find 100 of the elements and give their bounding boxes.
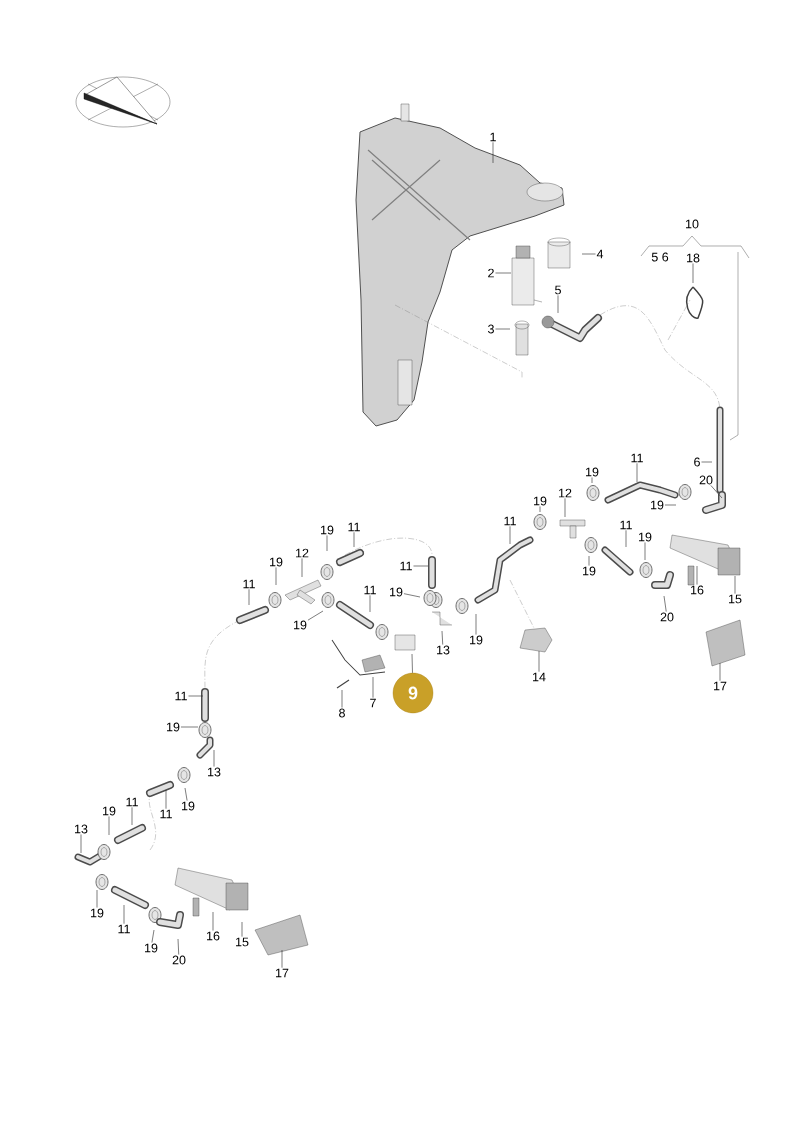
leader-line (441, 630, 444, 645)
callout-number: 19 (321, 525, 334, 535)
leader-line (131, 807, 133, 826)
callout-number: 19 (470, 635, 483, 645)
callout-number: 19 (639, 532, 652, 542)
callout-number: 6 (694, 457, 700, 467)
leader-line (495, 328, 511, 330)
leader-line (495, 272, 512, 274)
callout-number: 11 (631, 453, 643, 463)
callout-number: 7 (370, 698, 376, 708)
callout-number: 20 (699, 475, 713, 485)
leader-line (108, 816, 110, 836)
leader-line (413, 565, 429, 567)
leader-line (734, 575, 736, 594)
callout-number: 4 (596, 249, 604, 259)
callout-number: 19 (583, 566, 596, 576)
callout-number: 18 (687, 253, 700, 263)
callout-number: 1 (490, 132, 496, 142)
callout-number: 19 (145, 943, 158, 953)
callout-number: 11 (118, 924, 130, 934)
callout-number: 11 (400, 561, 412, 571)
leader-line (248, 589, 250, 606)
leader-line (538, 650, 540, 672)
leader-line (275, 567, 277, 586)
leader-line (701, 461, 713, 463)
callout-number: 19 (586, 467, 599, 477)
callout-number: 5 6 (651, 252, 669, 262)
leader-line (710, 485, 723, 499)
leader-line (557, 295, 559, 314)
callout-number: 12 (296, 548, 309, 558)
leader-line (241, 921, 243, 937)
leader-line (80, 834, 82, 854)
leader-line (696, 565, 698, 585)
leader-line (353, 532, 355, 548)
callout-number: 11 (620, 520, 632, 530)
callout-number: 11 (175, 691, 187, 701)
leader-line (177, 938, 180, 955)
callout-number: 12 (559, 488, 572, 498)
callout-number: 2 (488, 268, 494, 278)
callout-number: 11 (364, 585, 376, 595)
leader-line (719, 662, 721, 681)
leader-line (369, 595, 371, 613)
leader-line (307, 610, 324, 621)
callout-number: 3 (488, 324, 494, 334)
callout-number: 19 (167, 722, 180, 732)
callout-number: 20 (660, 612, 674, 622)
leader-line (588, 555, 590, 566)
callout-number: 13 (437, 645, 450, 655)
callout-number: 19 (294, 620, 307, 630)
leader-line (475, 613, 477, 635)
callout-number: 11 (126, 797, 138, 807)
leader-line (411, 653, 413, 674)
callout-number: 19 (390, 587, 403, 597)
callout-number: 10 (686, 219, 699, 229)
leader-line (184, 787, 188, 801)
leader-line (663, 595, 667, 612)
leader-line (591, 477, 593, 484)
callout-number: 19 (103, 806, 116, 816)
leader-line (165, 789, 167, 809)
callout-number: 19 (182, 801, 195, 811)
callout-number: 19 (270, 557, 283, 567)
callout-number: 5 (555, 285, 561, 295)
callout-number: 16 (691, 585, 704, 595)
callout-number: 11 (243, 579, 255, 589)
leader-line (123, 904, 125, 924)
callout-number: 17 (714, 681, 727, 691)
callout-number: 13 (75, 824, 88, 834)
leader-line (180, 726, 199, 728)
leader-line (281, 949, 283, 968)
callout-number: 19 (651, 500, 664, 510)
leader-line (539, 506, 541, 513)
leader-line (636, 463, 638, 483)
leader-line (151, 929, 155, 943)
leader-line (96, 889, 98, 908)
leader-line (372, 676, 374, 698)
callout-number: 11 (160, 809, 172, 819)
callout-number: 11 (504, 516, 516, 526)
leader-line (403, 593, 421, 598)
callout-number: 13 (208, 767, 221, 777)
leader-line (212, 911, 214, 931)
callout-number: 17 (276, 968, 289, 978)
leader-line (564, 498, 566, 518)
leader-line (625, 530, 627, 548)
callout-number: 19 (534, 496, 547, 506)
leader-line (492, 142, 494, 164)
leader-line (301, 558, 303, 578)
callout-number: 20 (172, 955, 186, 965)
callout-number: 8 (339, 708, 345, 718)
callout-number: 14 (533, 672, 546, 682)
leader-line (664, 504, 677, 506)
leader-line (188, 695, 204, 697)
leader-line (213, 749, 215, 767)
leader-line (692, 263, 694, 284)
callout-number: 16 (207, 931, 220, 941)
leader-line (644, 542, 646, 561)
callout-number: 15 (729, 594, 742, 604)
callout-number: 15 (236, 937, 249, 947)
leader-line (509, 526, 511, 545)
leader-line (326, 535, 328, 552)
callout-badge: 9 (392, 672, 434, 714)
